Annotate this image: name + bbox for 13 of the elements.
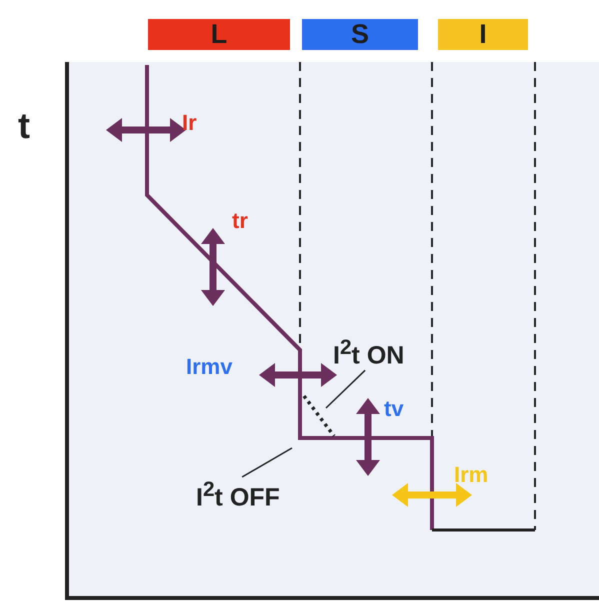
- axis-label: t: [18, 108, 30, 144]
- annotation-text: I$^{2}$t OFF: [196, 480, 280, 510]
- leader-line: [242, 447, 292, 478]
- leader-line: [325, 370, 366, 409]
- parameter-label: tv: [384, 398, 404, 420]
- parameter-label: Ir: [182, 112, 197, 134]
- zone-band: I: [438, 19, 528, 50]
- parameter-label: Irmv: [186, 356, 232, 378]
- zone-band: S: [302, 19, 418, 50]
- parameter-label: tr: [232, 210, 248, 232]
- zone-band: L: [148, 19, 290, 50]
- annotation-text: I$^{2}$t ON: [333, 338, 404, 368]
- parameter-label: Irm: [454, 464, 488, 486]
